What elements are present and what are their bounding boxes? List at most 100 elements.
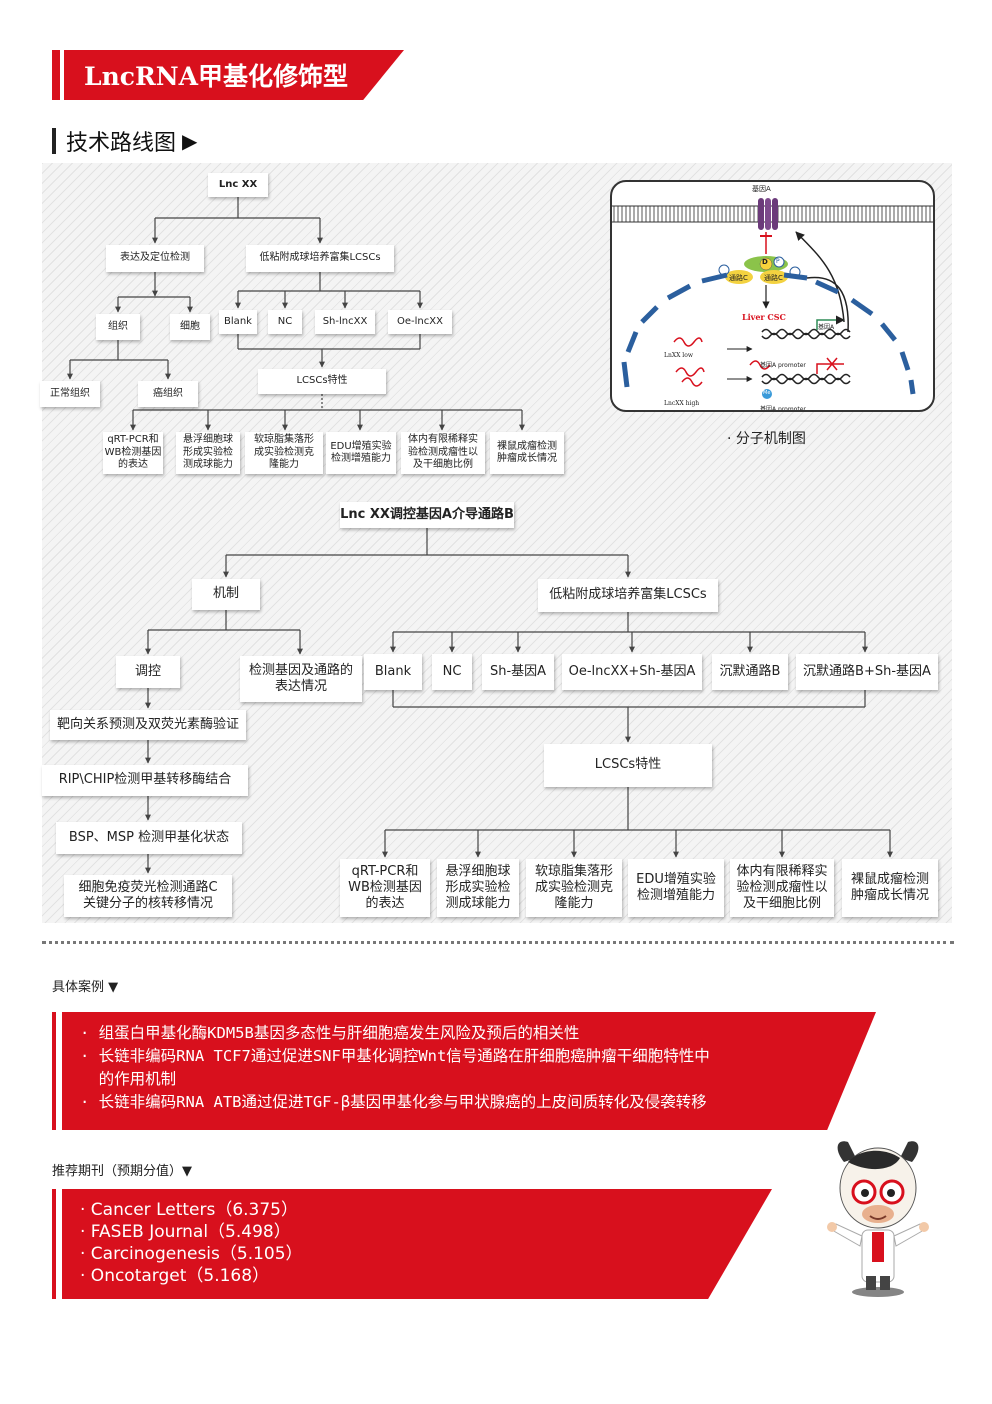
receptor-icon: [758, 198, 778, 230]
mech-pathway-c-label-1: 通路C: [729, 274, 748, 282]
assay-line: 肿瘤成长情况: [850, 888, 929, 903]
flow1-normal-tissue-node: 正常组织: [40, 381, 100, 407]
flow1-tissue-node: 组织: [96, 314, 140, 340]
assay-line: 体内有限稀释实: [408, 434, 478, 446]
flow2-mechanism-node: 机制: [192, 579, 260, 610]
flow2-group-nc: NC: [432, 654, 472, 690]
assay-line: 隆能力: [554, 896, 594, 912]
assay-line: 成实验检测克: [254, 446, 314, 458]
assay-line: 隆能力: [269, 459, 299, 471]
flow2-assay-sphere: 悬浮细胞球形成实验检测成球能力: [437, 859, 519, 917]
detect-line: 检测基因及通路的: [248, 662, 353, 678]
flow1-expression-node: 表达及定位检测: [106, 245, 204, 272]
assay-line: 及干细胞比例: [413, 459, 473, 471]
journals-red-panel: [62, 1189, 772, 1299]
flow2-group-silence-b-sh: 沉默通路B+Sh-基因A: [796, 654, 938, 690]
flow1-enrich-node: 低粘附成球培养富集LCSCs: [246, 245, 394, 272]
mech-gene-a-small-label: 基因A: [818, 324, 835, 331]
flow1-cell-node: 细胞: [170, 314, 210, 340]
dotted-divider: [42, 941, 954, 944]
assay-line: 验检测成瘤性以: [408, 446, 478, 458]
cases-list: · 组蛋白甲基化酶KDM5B基因多态性与肝细胞癌发生风险及预后的相关性 · 长链…: [80, 1022, 840, 1114]
assay-line: 裸鼠成瘤检测: [497, 440, 557, 452]
methyl-icon: [762, 389, 772, 399]
flow1-assay-limiting-dilution: 体内有限稀释实验检测成瘤性以及干细胞比例: [401, 432, 485, 474]
section-heading: 技术路线图 ▶: [52, 126, 197, 156]
mech-lnc-high-label: LncXX high: [664, 400, 700, 407]
assay-line: WB检测基因: [348, 879, 422, 895]
assay-line: 及干细胞比例: [742, 896, 821, 912]
assay-line: 的表达: [365, 896, 405, 912]
mechanism-illustration: [612, 198, 933, 399]
flow1-assay-softagar: 软琼脂集落形成实验检测克隆能力: [245, 432, 323, 474]
mascot-illustration: [827, 1141, 929, 1297]
mech-promoter-bottom-label: 基因A promoter: [760, 406, 806, 412]
cases-heading: 具体案例 ▼: [52, 980, 119, 995]
journals-accent-line: [52, 1189, 56, 1299]
assay-line: 悬浮细胞球: [183, 434, 233, 446]
mech-gene-a-label: 基因A: [752, 185, 771, 193]
flow1-assay-edu: EDU增殖实验检测增殖能力: [326, 432, 396, 474]
flow2-group-oe-sh: Oe-lncXX+Sh-基因A: [562, 654, 702, 690]
page-banner: LncRNA甲基化修饰型: [52, 50, 404, 100]
assay-line: qRT-PCR和: [351, 863, 419, 879]
flow1-traits-node: LCSCs特性: [258, 369, 386, 394]
section-bar: [52, 128, 56, 154]
cases-accent-line: [52, 1012, 56, 1130]
flow2-group-blank: Blank: [364, 654, 422, 690]
assay-line: 软琼脂集落形: [254, 434, 314, 446]
banner-title: LncRNA甲基化修饰型: [84, 62, 349, 91]
flow1-group-sh: Sh-lncXX: [315, 310, 375, 334]
section-title: 技术路线图: [66, 131, 177, 156]
flow2-group-silence-b: 沉默通路B: [712, 654, 788, 690]
assay-line: 成实验检测克: [534, 879, 613, 895]
flow2-assay-limiting-dilution: 体内有限稀释实验检测成瘤性以及干细胞比例: [730, 859, 834, 917]
journals-list: · Cancer Letters（6.375） · FASEB Journal（…: [80, 1199, 303, 1287]
journal-item: · Oncotarget（5.168）: [80, 1266, 270, 1286]
flow2-assay-softagar: 软琼脂集落形成实验检测克隆能力: [526, 859, 622, 917]
play-arrow-icon: ▶: [182, 129, 198, 153]
flow1-assay-xenograft: 裸鼠成瘤检测肿瘤成长情况: [490, 432, 564, 474]
flow2-bsp-msp-node: BSP、MSP 检测甲基化状态: [56, 822, 242, 854]
flow2-enrich-node: 低粘附成球培养富集LCSCs: [538, 579, 718, 612]
assay-line: 悬浮细胞球: [445, 863, 511, 879]
journal-item: · FASEB Journal（5.498）: [80, 1222, 291, 1242]
assay-line: 验检测成瘤性以: [736, 879, 828, 895]
flow2-rip-chip-node: RIP\CHIP检测甲基转移酶结合: [42, 765, 248, 796]
assay-line: 形成实验检: [445, 879, 511, 895]
flow1-assay-sphere: 悬浮细胞球形成实验检测成球能力: [176, 432, 240, 474]
mech-lnc-low-label: LnXX low: [664, 352, 693, 359]
case-item: · 组蛋白甲基化酶KDM5B基因多态性与肝细胞癌发生风险及预后的相关性: [80, 1024, 580, 1042]
assay-line: qRT-PCR和: [107, 434, 159, 446]
mech-liver-csc-label: Liver CSC: [742, 312, 786, 322]
assay-line: 检测增殖能力: [636, 888, 715, 903]
flow1-group-nc: NC: [268, 310, 302, 334]
journals-heading: 推荐期刊（预期分值）▼: [52, 1164, 192, 1179]
assay-line: 形成实验检: [183, 446, 233, 458]
assay-line: EDU增殖实验: [636, 871, 716, 887]
cases-red-panel: [62, 1012, 876, 1130]
assay-line: 肿瘤成长情况: [497, 453, 557, 464]
flow1-group-oe: Oe-lncXX: [388, 310, 452, 334]
case-item: · 长链非编码RNA TCF7通过促进SNF甲基化调控Wnt信号通路在肝细胞癌肿…: [80, 1047, 710, 1065]
flow2-group-sh-gene-a: Sh-基因A: [482, 654, 554, 690]
flow2-regulate-node: 调控: [116, 656, 180, 688]
lncrna-low-icon: [673, 337, 703, 347]
flow1-cancer-tissue-node: 癌组织: [138, 381, 198, 407]
assay-line: 测成球能力: [183, 459, 233, 471]
flow2-traits-node: LCSCs特性: [544, 744, 712, 787]
mech-d-label: D: [762, 258, 768, 266]
lncrna-high-icon: [675, 367, 705, 387]
banner-accent-bar: [52, 50, 60, 100]
flow2-assay-xenograft: 裸鼠成瘤检测肿瘤成长情况: [842, 859, 938, 917]
if-line: 关键分子的核转移情况: [82, 896, 213, 911]
flow2-detect-node: 检测基因及通路的表达情况: [240, 656, 362, 702]
flow1-root: Lnc XX: [208, 173, 268, 197]
assay-line: 的表达: [118, 459, 148, 471]
flow2-assay-edu: EDU增殖实验检测增殖能力: [628, 859, 724, 917]
banner-red-shape: [64, 50, 404, 100]
case-item: · 长链非编码RNA ATB通过促进TGF-β基因甲基化参与甲状腺癌的上皮间质转…: [80, 1093, 707, 1111]
